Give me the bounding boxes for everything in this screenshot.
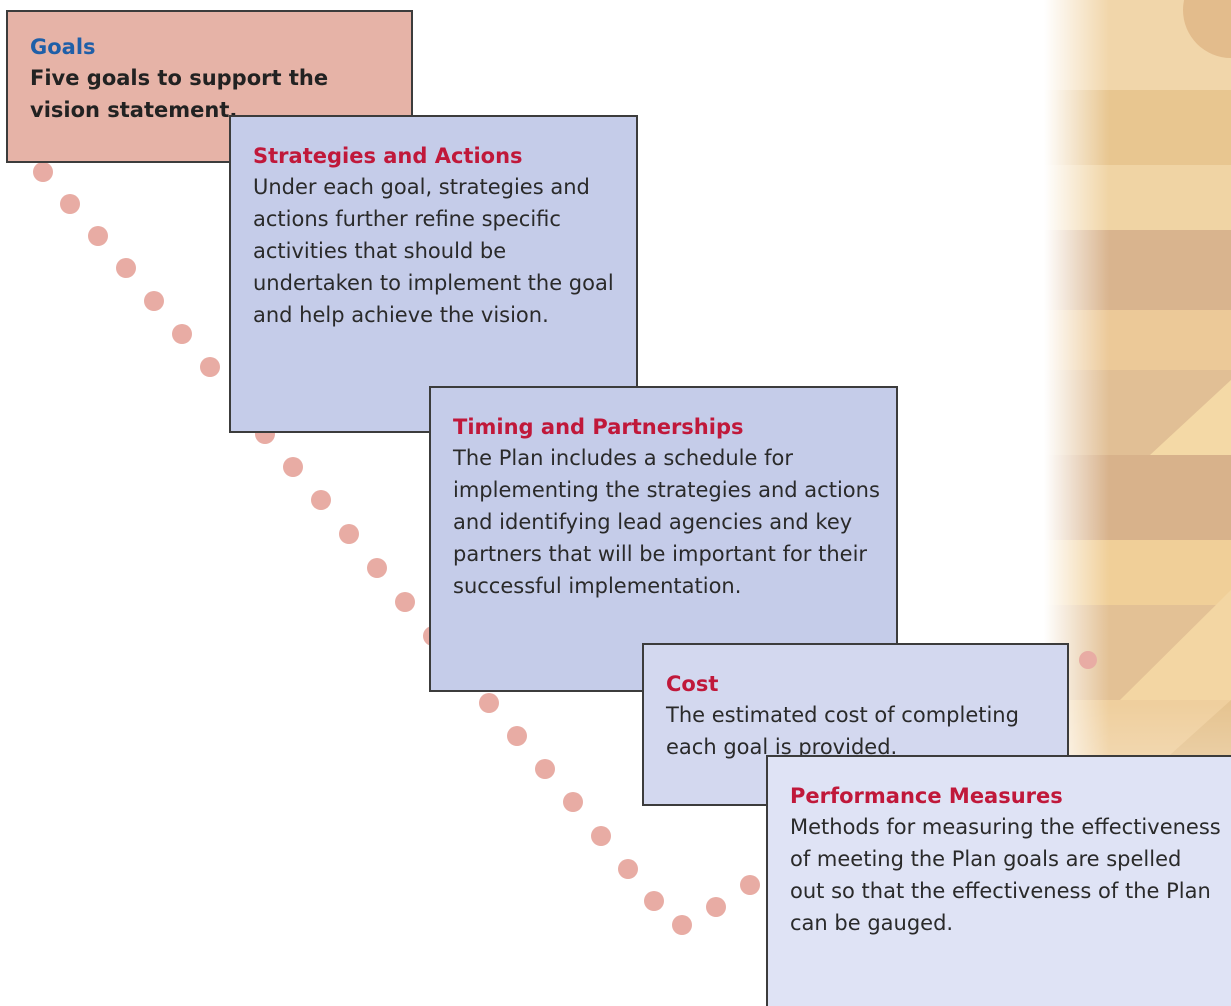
path-dot [33,162,53,182]
path-dot [200,357,220,377]
strategies-body: Under each goal, strategies and actions … [253,175,614,327]
path-dot [740,875,760,895]
strategies-title: Strategies and Actions [253,144,523,168]
cost-title: Cost [666,672,719,696]
path-dot [339,524,359,544]
cost-body: The estimated cost of completing each go… [666,703,1019,759]
path-dot [672,915,692,935]
path-dot [644,891,664,911]
timing-title: Timing and Partnerships [453,415,744,439]
path-dot [60,194,80,214]
timing-box: Timing and Partnerships The Plan include… [429,386,898,692]
path-dot [395,592,415,612]
path-dot [563,792,583,812]
path-dot [283,457,303,477]
path-dot [144,291,164,311]
path-dot [618,859,638,879]
path-dot [706,897,726,917]
path-dot [591,826,611,846]
performance-title: Performance Measures [790,784,1063,808]
path-dot [479,693,499,713]
performance-body: Methods for measuring the effectiveness … [790,815,1221,935]
timing-body: The Plan includes a schedule for impleme… [453,446,880,598]
path-dot [1079,651,1097,669]
path-dot [367,558,387,578]
path-dot [311,490,331,510]
path-dot [535,759,555,779]
path-dot [116,258,136,278]
path-dot [88,226,108,246]
performance-box: Performance Measures Methods for measuri… [766,755,1231,1006]
goals-title: Goals [30,35,96,59]
strategies-box: Strategies and Actions Under each goal, … [229,115,638,433]
path-dot [507,726,527,746]
goals-body: Five goals to support the vision stateme… [30,66,329,122]
path-dot [172,324,192,344]
